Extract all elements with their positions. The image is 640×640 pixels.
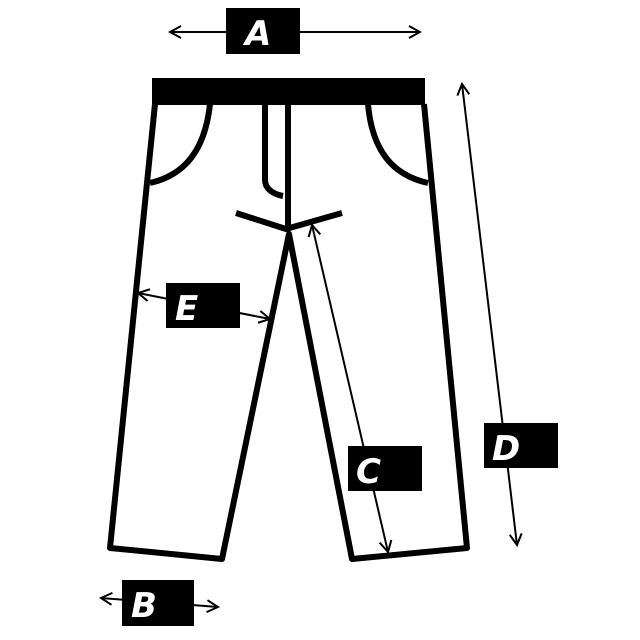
label-e: E <box>166 283 240 329</box>
label-e-text: E <box>175 289 198 329</box>
label-a-text: A <box>242 14 271 54</box>
right-pocket <box>365 103 429 186</box>
label-c: C <box>348 446 422 492</box>
label-d-text: D <box>492 429 520 469</box>
label-d: D <box>484 423 558 469</box>
label-b: B <box>122 580 194 626</box>
crotch-seam <box>235 210 343 232</box>
arrows <box>101 32 517 607</box>
label-b-text: B <box>131 586 157 626</box>
pants-body <box>107 103 470 562</box>
waistband <box>152 78 425 105</box>
arrow-d <box>462 84 517 545</box>
pants-outline <box>107 78 470 562</box>
fly <box>262 104 291 228</box>
label-a: A <box>226 8 300 54</box>
label-c-text: C <box>356 452 381 492</box>
left-pocket <box>149 103 213 186</box>
arrow-c <box>312 225 388 552</box>
